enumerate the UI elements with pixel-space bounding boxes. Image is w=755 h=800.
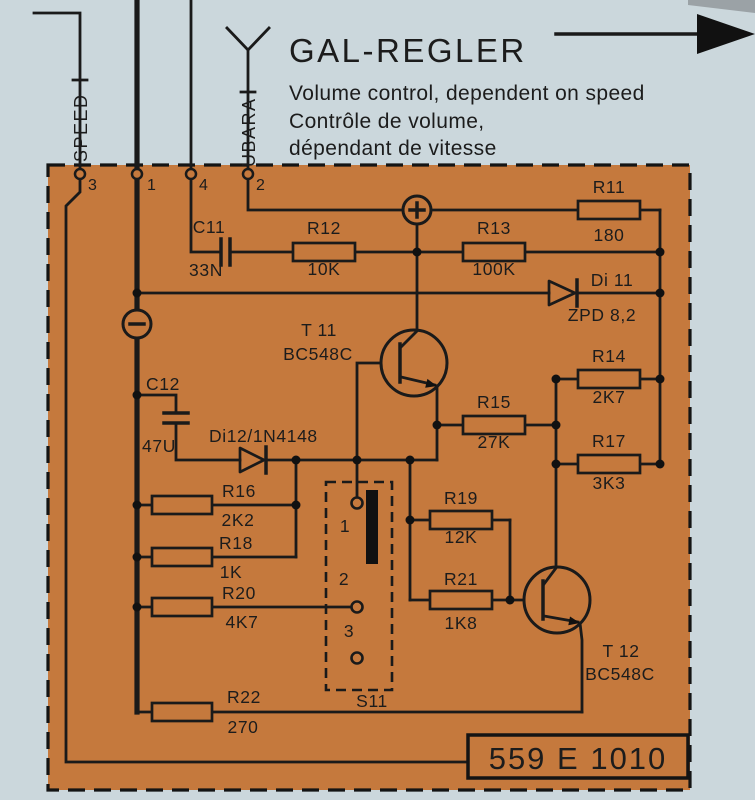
label-t11-ref: T 11 bbox=[301, 320, 337, 340]
zener-diode-di11-symbol bbox=[547, 278, 579, 308]
component-labels: C11 33N R12 10K R13 100K R11 180 Di 11 Z… bbox=[142, 177, 655, 737]
terminal-1-label: 1 bbox=[147, 177, 157, 194]
label-c12-ref: C12 bbox=[146, 374, 180, 394]
label-r12-val: 10K bbox=[308, 259, 341, 279]
terminal-2-label: 2 bbox=[256, 177, 266, 194]
label-r17-ref: R17 bbox=[592, 431, 626, 451]
label-r17-val: 3K3 bbox=[593, 473, 626, 493]
label-r22-ref: R22 bbox=[227, 687, 261, 707]
label-c11-ref: C11 bbox=[193, 217, 226, 237]
label-r14-val: 2K7 bbox=[593, 387, 626, 407]
switch-contact-2 bbox=[350, 600, 364, 614]
label-r21-val: 1K8 bbox=[445, 613, 478, 633]
page-title: GAL-REGLER bbox=[289, 32, 527, 69]
label-r19-val: 12K bbox=[445, 527, 478, 547]
label-r15-ref: R15 bbox=[477, 392, 511, 412]
label-t11-val: BC548C bbox=[283, 344, 353, 364]
label-c11-val: 33N bbox=[189, 260, 223, 280]
label-r18-val: 1K bbox=[220, 562, 243, 582]
transistor-t12-symbol bbox=[522, 565, 592, 635]
minus-terminal-icon bbox=[121, 308, 153, 340]
label-r16-ref: R16 bbox=[222, 481, 256, 501]
signal-label-speed: SPEED bbox=[71, 93, 91, 162]
label-r20-val: 4K7 bbox=[226, 612, 259, 632]
label-r21-ref: R21 bbox=[444, 569, 478, 589]
label-r11-ref: R11 bbox=[593, 177, 626, 197]
label-r18-ref: R18 bbox=[219, 533, 253, 553]
subtitle-en: Volume control, dependent on speed bbox=[289, 82, 645, 105]
label-t12-val: BC548C bbox=[585, 664, 655, 684]
direction-arrow bbox=[554, 14, 755, 54]
capacitor-c12-symbol bbox=[162, 411, 190, 425]
switch-pos-1-label: 1 bbox=[340, 516, 350, 536]
label-r15-val: 27K bbox=[478, 432, 511, 452]
label-r19-ref: R19 bbox=[444, 488, 478, 508]
label-r20-ref: R20 bbox=[222, 583, 256, 603]
capacitor-c11-symbol bbox=[219, 237, 232, 267]
terminals: 3 1 4 2 bbox=[73, 167, 266, 194]
subtitle-fr-1: Contrôle de volume, bbox=[289, 110, 485, 133]
label-di11-val: ZPD 8,2 bbox=[568, 305, 636, 325]
label-t12-ref: T 12 bbox=[602, 641, 639, 661]
label-di12-ref: Di12/1N4148 bbox=[209, 426, 318, 446]
label-r12-ref: R12 bbox=[307, 218, 341, 238]
terminal-3-label: 3 bbox=[88, 177, 98, 194]
part-number-box: 559 E 1010 bbox=[466, 733, 690, 780]
part-number: 559 E 1010 bbox=[489, 741, 668, 776]
label-r14-ref: R14 bbox=[592, 346, 626, 366]
label-c12-val: 47U bbox=[142, 436, 176, 456]
photo-edge bbox=[688, 0, 755, 13]
label-r13-val: 100K bbox=[472, 259, 515, 279]
label-di11-ref: Di 11 bbox=[591, 270, 634, 290]
terminal-4-label: 4 bbox=[199, 177, 209, 194]
switch-pos-2-label: 2 bbox=[339, 569, 349, 589]
plus-terminal-icon bbox=[401, 194, 433, 226]
switch-pos-3-label: 3 bbox=[344, 621, 354, 641]
label-r11-val: 180 bbox=[594, 225, 625, 245]
diode-di12-symbol bbox=[238, 445, 268, 475]
resistor-bodies bbox=[150, 199, 642, 723]
switch-contact-1 bbox=[350, 496, 364, 510]
switch-contact-3 bbox=[350, 651, 364, 665]
switch-s11: 1 2 3 S11 bbox=[324, 480, 394, 711]
label-r16-val: 2K2 bbox=[222, 510, 255, 530]
signal-label-ubara: UBARA bbox=[239, 97, 259, 167]
label-r22-val: 270 bbox=[228, 717, 259, 737]
transistor-t11-symbol bbox=[379, 328, 449, 398]
switch-s11-outline bbox=[324, 480, 394, 692]
switch-wiper bbox=[366, 490, 378, 564]
junction-dots bbox=[132, 247, 665, 612]
switch-ref-label: S11 bbox=[356, 691, 388, 711]
input-lines bbox=[32, 0, 271, 172]
label-r13-ref: R13 bbox=[477, 218, 511, 238]
subtitle-fr-2: dépendant de vitesse bbox=[289, 137, 497, 160]
